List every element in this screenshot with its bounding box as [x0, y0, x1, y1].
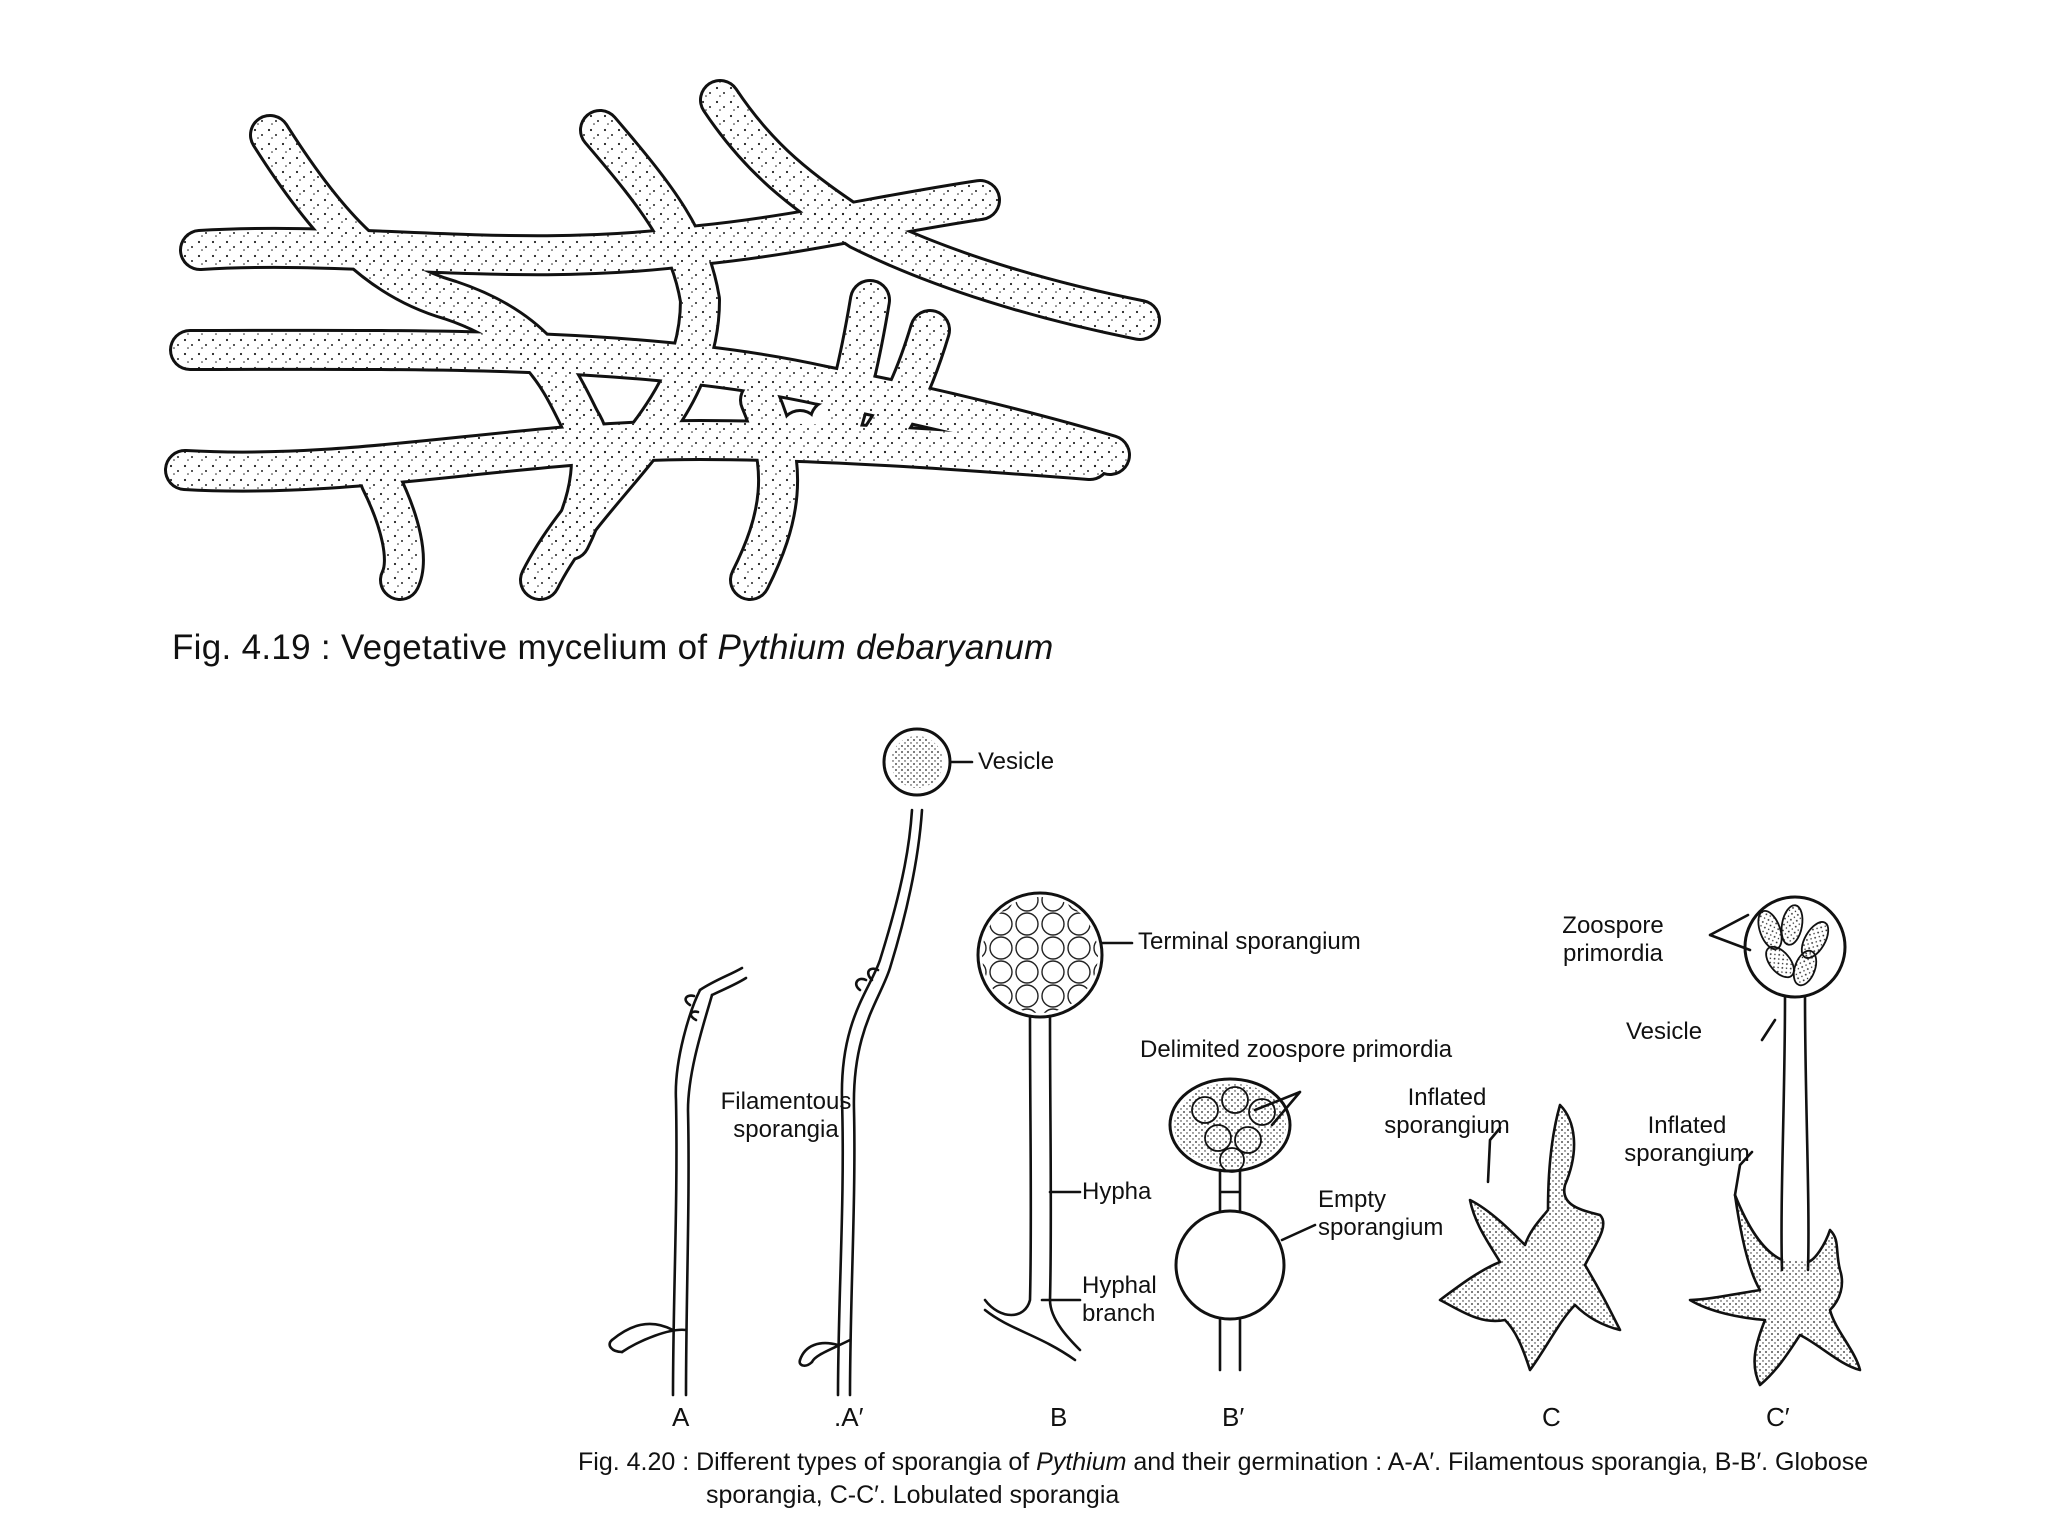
panel-b-prime-drawing [1168, 1077, 1317, 1372]
panel-b-drawing [976, 891, 1134, 1362]
mycelium-drawing [164, 79, 1161, 601]
fig-4-20-caption: Fig. 4.20 : Different types of sporangia… [578, 1448, 1869, 1509]
label-hypha: Hypha [1082, 1178, 1152, 1205]
panel-label-a-prime: .A′ [834, 1402, 864, 1432]
panel-a-prime-drawing [798, 727, 974, 1397]
panel-label-a: A [672, 1402, 690, 1432]
label-delimited-zoospore-primordia: Delimited zoospore primordia [1140, 1036, 1453, 1063]
panel-label-c-prime: C′ [1766, 1402, 1790, 1432]
label-terminal-sporangium: Terminal sporangium [1138, 928, 1361, 955]
label-vesicle-top: Vesicle [978, 748, 1055, 775]
panel-label-b-prime: B′ [1222, 1402, 1245, 1432]
fig-4-19-caption: Fig. 4.19 : Vegetative mycelium of Pythi… [172, 628, 1054, 667]
label-vesicle-c-prime: Vesicle [1626, 1018, 1703, 1045]
panel-c-prime-drawing [1688, 895, 1862, 1387]
panel-a-drawing [608, 966, 748, 1397]
panel-label-b: B [1050, 1402, 1068, 1432]
panel-label-c: C [1542, 1402, 1561, 1432]
panel-c-drawing [1438, 1103, 1622, 1372]
